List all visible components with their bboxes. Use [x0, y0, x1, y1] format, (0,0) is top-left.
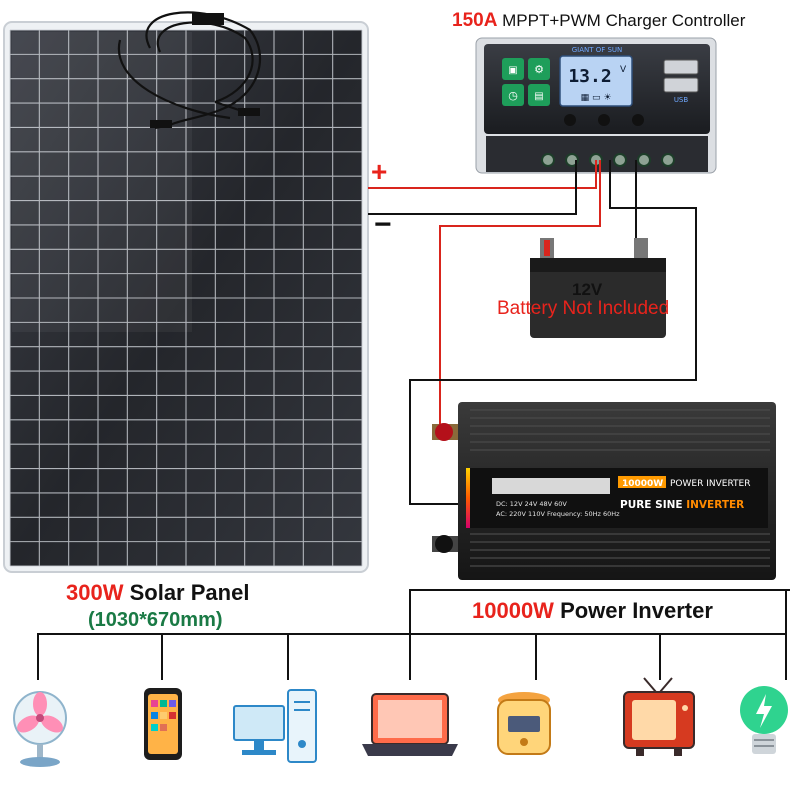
controller-button-2[interactable]: [598, 114, 610, 126]
clock-icon: ◷: [508, 89, 518, 102]
controller-title: 150A MPPT+PWM Charger Controller: [452, 10, 745, 32]
appliances: [13, 677, 788, 767]
inverter-title: 10000W Power Inverter: [472, 598, 713, 624]
inverter-label: Power Inverter: [553, 598, 713, 623]
solar-battery-load-icons: ▦ ▭ ☀: [581, 93, 612, 103]
inverter-dc-line: DC: 12V 24V 48V 60V: [496, 500, 567, 508]
controller-display-unit: V: [620, 65, 627, 75]
lock-icon: ▤: [534, 91, 543, 102]
gear-icon: ⚙: [534, 63, 544, 76]
fan-icon: [13, 691, 67, 767]
inverter-brand: POWER INVERTER: [670, 479, 750, 489]
controller-display: 13.2: [568, 66, 611, 87]
rice-cooker-icon: [497, 692, 551, 755]
wiring: [37, 160, 790, 680]
desktop-computer-icon: [233, 689, 317, 763]
controller-type: MPPT+PWM Charger Controller: [497, 11, 746, 30]
solar-cell-grid: [9, 29, 363, 567]
battery-voltage: 12V: [572, 280, 603, 299]
solar-panel-title: 300W Solar Panel: [66, 580, 249, 606]
controller-button-3[interactable]: [632, 114, 644, 126]
inverter-display: 10000W: [622, 479, 663, 489]
power-inverter: DC: 12V 24V 48V 60V AC: 220V 110V Freque…: [432, 402, 776, 580]
positive-terminal-sign: +: [371, 156, 388, 187]
laptop-icon: [362, 693, 458, 756]
light-bulb-icon: [740, 686, 788, 754]
negative-terminal-sign: −: [374, 208, 392, 241]
smartphone-icon: [144, 688, 182, 760]
controller-brand: GIANT OF SUN: [572, 46, 623, 54]
solar-panel: [3, 21, 369, 573]
solar-panel-size: (1030*670mm): [88, 609, 223, 631]
controller-power: 150A: [452, 10, 498, 31]
inverter-subtitle: PURE SINE INVERTER: [620, 499, 744, 511]
battery: [530, 238, 666, 338]
usb-label: USB: [674, 96, 689, 104]
solar-panel-power: 300W: [66, 580, 124, 605]
battery-note: Battery Not Included: [497, 298, 670, 319]
solar-panel-label: Solar Panel: [123, 580, 250, 605]
panel-cables: [117, 11, 262, 130]
charge-controller: GIANT OF SUN ▣ ⚙ ◷ ▤ 13.2 V ▦ ▭ ☀ USB: [475, 37, 717, 174]
mcu-icon: ▣: [508, 65, 517, 76]
inverter-power: 10000W: [472, 598, 554, 623]
controller-feature-icons: ▣ ⚙ ◷ ▤: [502, 58, 550, 106]
television-icon: [623, 677, 695, 756]
controller-button-1[interactable]: [564, 114, 576, 126]
inverter-ac-line: AC: 220V 110V Frequency: 50Hz 60Hz: [496, 510, 620, 518]
